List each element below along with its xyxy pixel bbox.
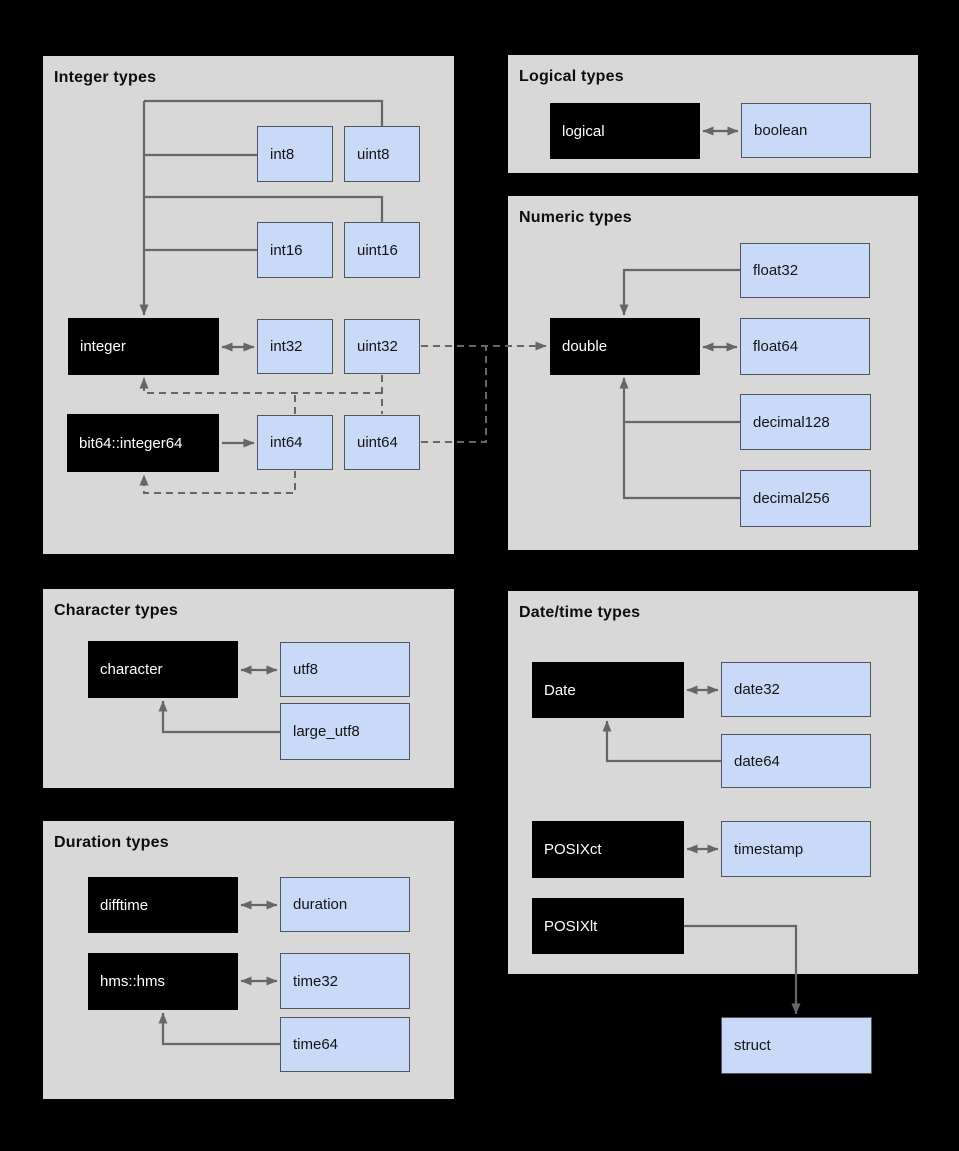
node-character: character xyxy=(88,641,238,698)
node-int64: int64 xyxy=(257,415,333,470)
node-uint32: uint32 xyxy=(344,319,420,374)
node-uint64: uint64 xyxy=(344,415,420,470)
panel-title: Logical types xyxy=(519,68,624,85)
node-integer: integer xyxy=(68,318,219,375)
node-struct: struct xyxy=(721,1017,872,1074)
node-int32: int32 xyxy=(257,319,333,374)
node-date64: date64 xyxy=(721,734,871,788)
node-float64: float64 xyxy=(740,318,870,375)
node-int16: int16 xyxy=(257,222,333,278)
node-timestamp: timestamp xyxy=(721,821,871,877)
node-duration: duration xyxy=(280,877,410,932)
node-date: Date xyxy=(532,662,684,718)
node-uint16: uint16 xyxy=(344,222,420,278)
node-bit64-integer64: bit64::integer64 xyxy=(67,414,219,472)
node-decimal128: decimal128 xyxy=(740,394,871,450)
node-float32: float32 xyxy=(740,243,870,298)
node-time32: time32 xyxy=(280,953,410,1009)
node-date32: date32 xyxy=(721,662,871,717)
panel-title: Date/time types xyxy=(519,604,641,621)
node-uint8: uint8 xyxy=(344,126,420,182)
node-posixlt: POSIXlt xyxy=(532,898,684,954)
panel-title: Character types xyxy=(54,602,178,619)
node-hms-hms: hms::hms xyxy=(88,953,238,1010)
node-time64: time64 xyxy=(280,1017,410,1072)
node-utf8: utf8 xyxy=(280,642,410,697)
node-double: double xyxy=(550,318,700,375)
node-decimal256: decimal256 xyxy=(740,470,871,527)
node-boolean: boolean xyxy=(741,103,871,158)
node-logical: logical xyxy=(550,103,700,159)
node-int8: int8 xyxy=(257,126,333,182)
panel-title: Numeric types xyxy=(519,209,632,226)
node-posixct: POSIXct xyxy=(532,821,684,878)
panel-title: Integer types xyxy=(54,69,157,86)
panel-title: Duration types xyxy=(54,834,169,851)
node-large-utf8: large_utf8 xyxy=(280,703,410,760)
node-difftime: difftime xyxy=(88,877,238,933)
